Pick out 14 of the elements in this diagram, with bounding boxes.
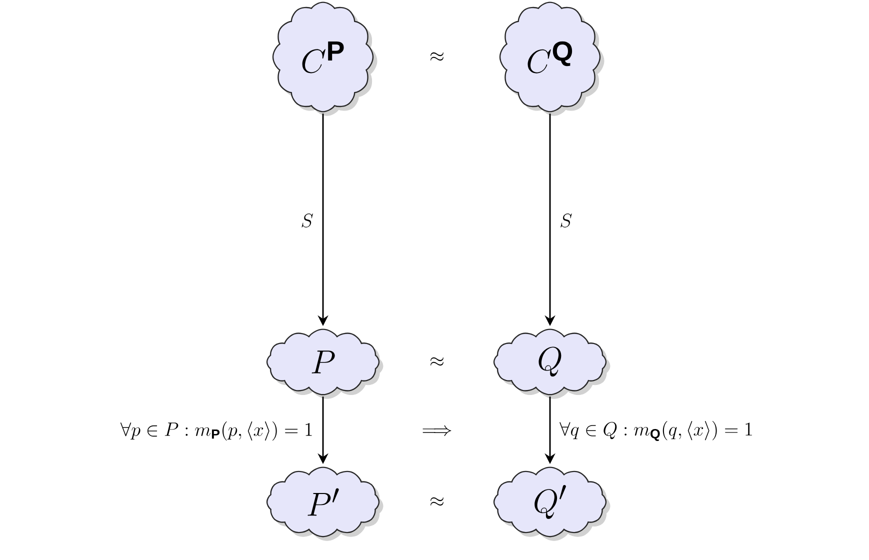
cloud-node: $P'$ [266, 466, 384, 541]
edge-label: $\forall q\in Q : m_{\mathbf{Q}}(q,\langle x\rangle)=1$ [560, 421, 752, 441]
relation-symbol: $\approx$ [430, 497, 444, 506]
edge-label: $S$ [302, 214, 313, 228]
cloud-node: $P$ [266, 328, 384, 399]
relation-symbol: $\Longrightarrow$ [422, 425, 452, 436]
cloud-node: $C^{\mathbf{P}}$ [272, 2, 378, 116]
cloud-node: $Q'$ [493, 466, 610, 541]
edge-label: $\forall p\in P : m_{\mathbf{P}}(p,\langle x\rangle)=1$ [120, 421, 312, 441]
relation-symbol: $\approx$ [430, 357, 444, 366]
edge-label: $S$ [560, 214, 572, 228]
cloud-node: $Q$ [493, 328, 610, 399]
relation-symbol: $\approx$ [430, 52, 444, 61]
cloud-node: $C^{\mathbf{Q}}$ [499, 2, 604, 116]
